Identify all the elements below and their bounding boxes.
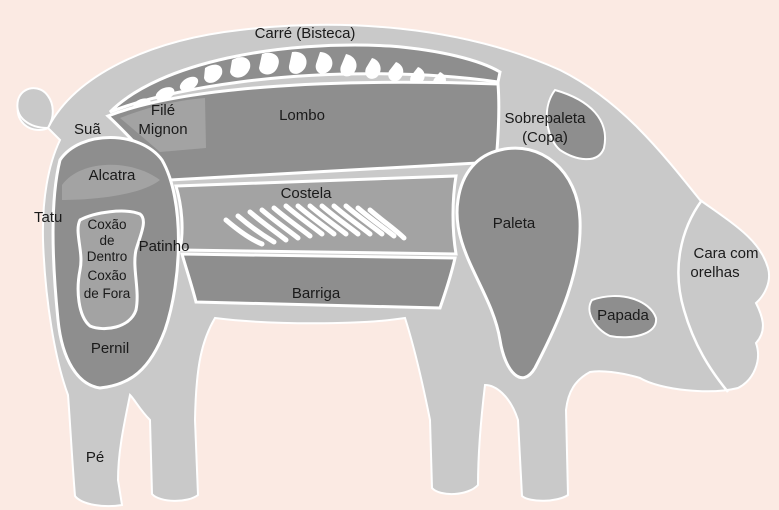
label-file-2: Mignon — [138, 121, 187, 138]
label-sobrepaleta-2: (Copa) — [522, 129, 568, 146]
label-papada: Papada — [597, 307, 649, 324]
label-pe: Pé — [86, 449, 104, 466]
label-coxao-dentro-1: Coxão — [87, 217, 126, 232]
label-tatu: Tatu — [34, 209, 62, 226]
label-carre: Carré (Bisteca) — [255, 25, 356, 42]
label-barriga: Barriga — [292, 285, 341, 302]
label-sua: Suã — [74, 121, 101, 138]
label-sobrepaleta-1: Sobrepaleta — [505, 110, 587, 127]
label-cara-2: orelhas — [690, 264, 739, 281]
label-coxao-fora-2: de Fora — [84, 286, 131, 301]
label-file-1: Filé — [151, 102, 175, 119]
label-coxao-fora-1: Coxão — [87, 268, 126, 283]
label-paleta: Paleta — [493, 215, 536, 232]
label-coxao-dentro-3: Dentro — [87, 249, 128, 264]
label-patinho: Patinho — [139, 238, 190, 255]
label-cara-1: Cara com — [693, 245, 758, 262]
label-costela: Costela — [281, 185, 333, 202]
label-pernil: Pernil — [91, 340, 129, 357]
label-coxao-dentro-2: de — [99, 233, 114, 248]
label-alcatra: Alcatra — [89, 167, 136, 184]
label-lombo: Lombo — [279, 107, 325, 124]
